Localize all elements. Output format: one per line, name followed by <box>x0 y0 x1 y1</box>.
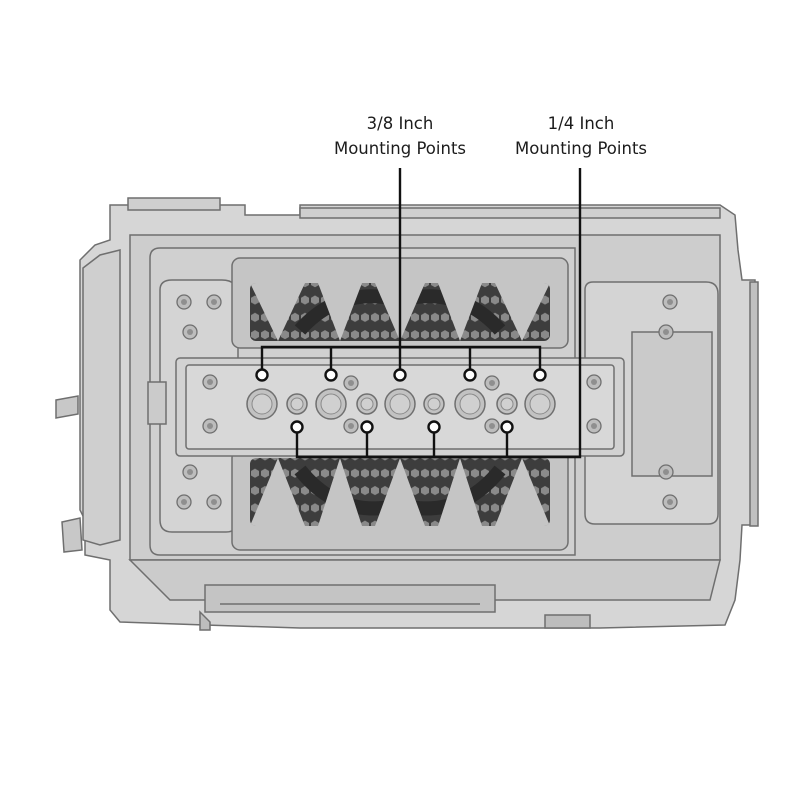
screw <box>658 324 674 340</box>
mount-hole-three-eighths <box>246 388 278 420</box>
three-eighths-marker <box>324 368 338 382</box>
three-eighths-holes <box>246 388 556 420</box>
screw-socket <box>181 499 187 505</box>
screw-socket <box>663 329 669 335</box>
mount-hole-inner <box>251 393 273 415</box>
three-eighths-marker <box>255 368 269 382</box>
screw <box>484 418 500 434</box>
quarter-marker <box>427 420 441 434</box>
screw <box>662 494 678 510</box>
mount-hole-inner <box>500 397 514 411</box>
mount-hole-inner <box>459 393 481 415</box>
quarter-marker <box>290 420 304 434</box>
screw <box>176 494 192 510</box>
screw-socket <box>211 499 217 505</box>
screw <box>206 294 222 310</box>
quarter-marker <box>360 420 374 434</box>
screw-socket <box>667 299 673 305</box>
mount-hole-three-eighths <box>315 388 347 420</box>
screw <box>343 375 359 391</box>
callout-quarter-line1: 1/4 Inch <box>547 114 615 133</box>
screw <box>202 374 218 390</box>
three-eighths-marker <box>393 368 407 382</box>
callout-quarter-label: 1/4 Inch Mounting Points <box>471 111 691 161</box>
mount-hole-three-eighths <box>454 388 486 420</box>
mount-hole-inner <box>529 393 551 415</box>
mount-hole-inner <box>320 393 342 415</box>
screw-socket <box>181 299 187 305</box>
screw-socket <box>207 423 213 429</box>
three-eighths-marker <box>463 368 477 382</box>
screw-socket <box>211 299 217 305</box>
mount-hole-inner <box>360 397 374 411</box>
screw <box>202 418 218 434</box>
screw <box>658 464 674 480</box>
mount-hole-quarter <box>496 393 518 415</box>
three-eighths-marker <box>533 368 547 382</box>
screw <box>343 418 359 434</box>
mount-hole-quarter <box>286 393 308 415</box>
screw <box>176 294 192 310</box>
screw <box>586 374 602 390</box>
screw <box>206 494 222 510</box>
screw-socket <box>207 379 213 385</box>
callout-quarter-line2: Mounting Points <box>514 139 648 158</box>
screw-socket <box>591 423 597 429</box>
screw-layer <box>176 294 678 510</box>
screw-socket <box>348 423 354 429</box>
mount-hole-inner <box>290 397 304 411</box>
screw <box>586 418 602 434</box>
mount-hole-inner <box>427 397 441 411</box>
screw-socket <box>187 329 193 335</box>
mount-hole-three-eighths <box>524 388 556 420</box>
mount-hole-quarter <box>423 393 445 415</box>
screw-socket <box>663 469 669 475</box>
vent-grille-bottom <box>231 449 569 551</box>
screw <box>662 294 678 310</box>
screw-socket <box>489 423 495 429</box>
quarter-leader <box>295 168 582 459</box>
mount-hole-three-eighths <box>384 388 416 420</box>
screw <box>182 324 198 340</box>
quarter-holes <box>286 393 518 415</box>
screw-socket <box>489 380 495 386</box>
callout-three-eighths-line1: 3/8 Inch <box>366 114 434 133</box>
callout-three-eighths-label: 3/8 Inch Mounting Points <box>290 111 510 161</box>
screw <box>182 464 198 480</box>
mount-hole-quarter <box>356 393 378 415</box>
screw-socket <box>348 380 354 386</box>
screw-socket <box>667 499 673 505</box>
mount-hole-inner <box>389 393 411 415</box>
screw <box>484 375 500 391</box>
screw-socket <box>187 469 193 475</box>
callout-three-eighths-line2: Mounting Points <box>333 139 467 158</box>
callout-dots <box>255 368 547 434</box>
screw-socket <box>591 379 597 385</box>
quarter-marker <box>500 420 514 434</box>
right-mount-plate <box>584 281 759 527</box>
